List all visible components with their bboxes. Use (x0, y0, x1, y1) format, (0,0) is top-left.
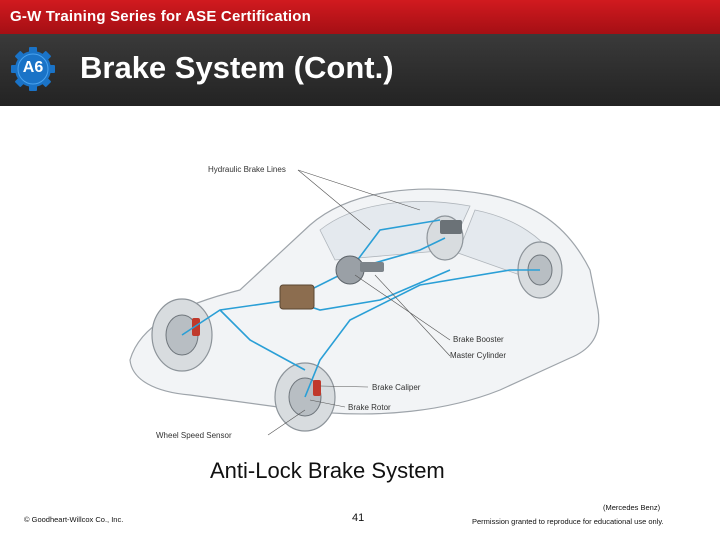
permission-notice: Permission granted to reproduce for educ… (472, 517, 664, 526)
callout-brake-booster: Brake Booster (453, 335, 504, 344)
callout-brake-caliper: Brake Caliper (372, 383, 421, 392)
callout-brake-rotor: Brake Rotor (348, 403, 391, 412)
slide-title: Brake System (Cont.) (80, 50, 394, 85)
brake-calipers (192, 318, 321, 396)
series-title: G-W Training Series for ASE Certificatio… (10, 8, 312, 25)
series-bar: G-W Training Series for ASE Certificatio… (0, 0, 720, 34)
callout-wheel-speed-sensor: Wheel Speed Sensor (156, 431, 232, 440)
badge-label: A6 (22, 59, 44, 76)
slide-header (0, 34, 720, 106)
callout-hydraulic-brake-lines: Hydraulic Brake Lines (208, 165, 286, 174)
figure-caption: Anti-Lock Brake System (210, 458, 445, 483)
gear-badge-icon (11, 47, 55, 91)
a6-badge: A6 (10, 46, 56, 92)
callout-master-cylinder: Master Cylinder (450, 351, 506, 360)
callout-leaders (267, 169, 451, 436)
page-number: 41 (352, 512, 365, 524)
source-credit: (Mercedes Benz) (603, 503, 661, 512)
abs-components (279, 220, 462, 310)
abs-car-illustration: Hydraulic Brake Lines Brake Booster Mast… (120, 110, 610, 448)
copyright-notice: © Goodheart-Willcox Co., Inc. (24, 515, 124, 524)
